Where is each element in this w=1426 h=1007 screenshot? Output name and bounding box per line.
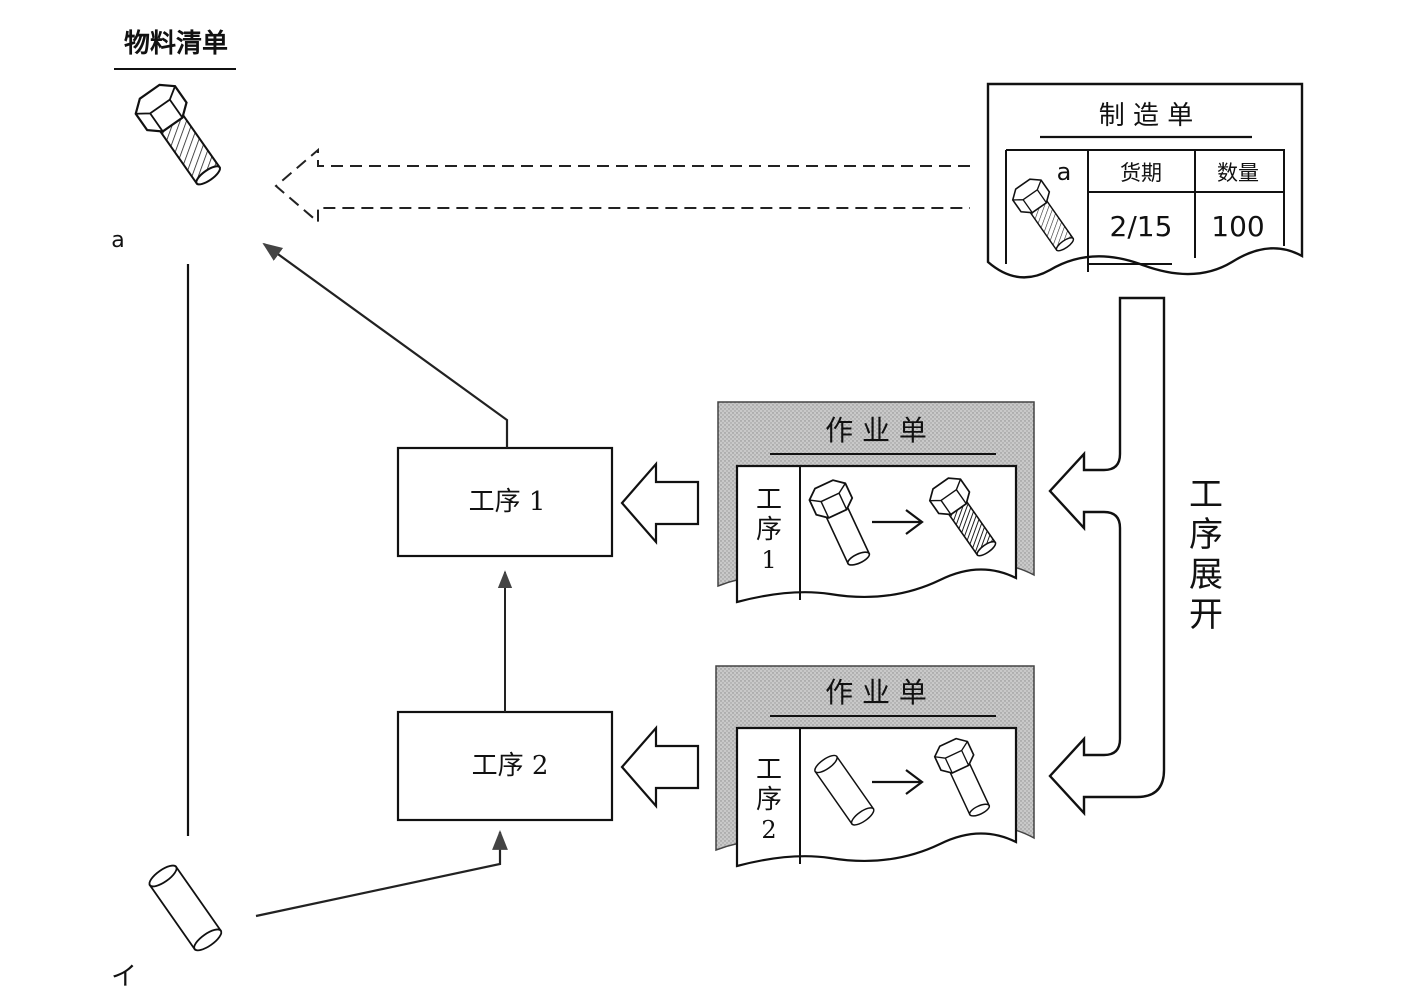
wo-proc-char: 序 bbox=[756, 515, 782, 545]
process-expansion-label: 工 序 展 开 bbox=[1189, 475, 1223, 635]
dashed-output-arrow bbox=[274, 147, 970, 225]
transform-arrow-icon bbox=[872, 769, 924, 795]
manufacturing-order-title: 制 造 单 bbox=[1099, 101, 1194, 131]
bom-material-label: イ bbox=[111, 962, 137, 992]
process-box-label: 工序 2 bbox=[472, 751, 549, 781]
bom-title: 物料清单 bbox=[124, 29, 228, 59]
wo-proc-char: 序 bbox=[756, 785, 782, 815]
wo-proc-char: 工 bbox=[756, 485, 782, 515]
work-order-2-to-process-arrow bbox=[620, 725, 700, 809]
bolt-product-icon bbox=[128, 76, 232, 195]
mo-col-qty-header: 数量 bbox=[1217, 161, 1259, 185]
expansion-char: 开 bbox=[1189, 595, 1223, 635]
mo-qty-value: 100 bbox=[1211, 210, 1264, 243]
wo-proc-char: 2 bbox=[761, 816, 776, 844]
transform-arrow-icon bbox=[872, 509, 924, 535]
process-box-frame bbox=[396, 446, 614, 558]
mo-col-due-header: 货期 bbox=[1120, 161, 1162, 185]
wo-proc-char: 1 bbox=[761, 546, 776, 574]
expansion-char: 序 bbox=[1189, 515, 1223, 555]
work-order-1-to-process-arrow bbox=[620, 461, 700, 545]
material-to-process-2-arrow bbox=[255, 830, 508, 918]
manufacturing-order: 制 造 单 a 货期 数量 2/15 100 bbox=[986, 82, 1304, 279]
bom-product-label: a bbox=[111, 228, 124, 253]
mo-item-label: a bbox=[1057, 158, 1072, 186]
raw-material-cylinder-icon bbox=[145, 861, 226, 955]
wo-proc-char: 工 bbox=[756, 755, 782, 785]
expansion-char: 工 bbox=[1189, 475, 1223, 515]
work-order-title: 作 业 单 bbox=[825, 676, 927, 709]
process-box-1: 工序 1 bbox=[396, 446, 614, 558]
process-1-to-product-arrow bbox=[262, 242, 509, 448]
work-order-2: 作 业 单 工 序 2 bbox=[715, 665, 1035, 868]
process-box-label: 工序 1 bbox=[469, 487, 546, 517]
process-expansion-pipe bbox=[1048, 296, 1166, 817]
mo-due-value: 2/15 bbox=[1110, 210, 1173, 243]
work-order-title: 作 业 单 bbox=[825, 414, 927, 447]
bom-section: 物料清单 a イ bbox=[111, 29, 236, 992]
process-box-frame bbox=[396, 710, 614, 822]
mo-table-frame bbox=[1005, 149, 1285, 264]
process-box-2: 工序 2 bbox=[396, 710, 614, 822]
expansion-char: 展 bbox=[1189, 555, 1223, 595]
work-order-1: 作 业 单 工 序 1 bbox=[717, 401, 1035, 604]
